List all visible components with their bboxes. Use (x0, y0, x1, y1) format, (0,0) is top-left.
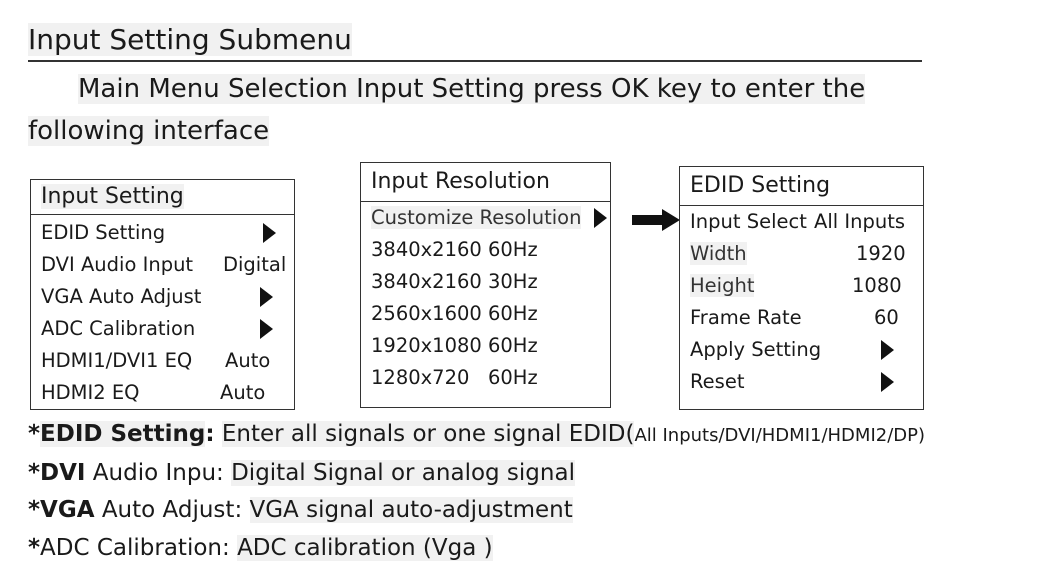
note-term-rest: Auto Adjust (94, 497, 235, 523)
menu-item-dvi-audio-input[interactable]: DVI Audio Input Digital (31, 249, 294, 281)
menu-item-customize-resolution[interactable]: Customize Resolution (361, 202, 610, 234)
panel-header-text: Input Setting (41, 184, 184, 209)
intro-text: Main Menu Selection Input Setting press … (28, 74, 866, 146)
resolution-option[interactable]: 1920x1080 60Hz (361, 330, 610, 362)
menu-item-height[interactable]: Height 1080 (680, 270, 923, 302)
menu-item-label: VGA Auto Adjust (41, 285, 202, 308)
intro-paragraph: Main Menu Selection Input Setting press … (28, 68, 928, 152)
submenu-arrow-icon (881, 372, 894, 392)
menu-item-apply-setting[interactable]: Apply Setting (680, 334, 923, 366)
note-term: EDID Setting (40, 421, 206, 447)
menu-item-hdmi2-eq[interactable]: HDMI2 EQ Auto (31, 377, 294, 409)
note-colon: : (222, 534, 230, 561)
menu-item-label: ADC Calibration (41, 317, 196, 340)
submenu-arrow-icon (260, 319, 273, 339)
menu-item-label: Frame Rate (690, 306, 802, 329)
menu-item-value: Digital (223, 253, 287, 276)
edid-setting-panel: EDID Setting Input Select All Inputs Widt… (679, 166, 924, 410)
menu-item-value: Auto (225, 349, 271, 372)
menu-item-value: 60 (874, 306, 899, 329)
menu-item-label: 1280x720 60Hz (371, 366, 538, 389)
menu-item-label: Height (690, 274, 755, 297)
menu-item-label: Apply Setting (690, 338, 822, 361)
resolution-option[interactable]: 3840x2160 30Hz (361, 266, 610, 298)
note-term-rest: Audio Inpu (85, 459, 217, 486)
menu-item-label: Width (690, 242, 747, 265)
note-bullet: * (28, 459, 41, 486)
note-bullet: * (28, 497, 41, 523)
menu-item-label: 2560x1600 60Hz (371, 302, 538, 325)
note-options: All Inputs/DVI/HDMI1/HDMI2/DP) (634, 425, 926, 446)
note-edid-setting: *EDID Setting: Enter all signals or one … (28, 416, 1018, 455)
note-colon: : (205, 421, 215, 447)
panel-header-text: Input Resolution (371, 169, 550, 194)
submenu-arrow-icon (881, 340, 894, 360)
note-adc-calibration: *ADC Calibration: ADC calibration (Vga ) (28, 530, 1018, 568)
note-term: DVI (40, 459, 86, 486)
input-setting-panel: Input Setting EDID Setting DVI Audio Inp… (30, 179, 295, 410)
menu-item-input-select[interactable]: Input Select All Inputs (680, 206, 923, 238)
note-description: VGA signal auto-adjustment (249, 497, 573, 523)
note-colon: : (234, 497, 243, 523)
menu-item-width[interactable]: Width 1920 (680, 238, 923, 270)
note-description: Enter all signals or one signal EDID( (221, 421, 635, 447)
note-term-rest: ADC Calibration (40, 534, 222, 561)
menu-item-reset[interactable]: Reset (680, 366, 923, 398)
menu-item-label: 3840x2160 30Hz (371, 270, 538, 293)
page-title: Input Setting Submenu (28, 20, 922, 62)
menu-item-frame-rate[interactable]: Frame Rate 60 (680, 302, 923, 334)
resolution-option[interactable]: 3840x2160 60Hz (361, 234, 610, 266)
menu-item-value: Auto (220, 381, 266, 404)
menu-item-label: HDMI2 EQ (41, 381, 140, 404)
menu-item-edid-setting[interactable]: EDID Setting (31, 217, 294, 249)
panel-header: EDID Setting (680, 167, 923, 206)
input-resolution-panel: Input Resolution Customize Resolution 38… (360, 162, 611, 408)
panel-header: Input Resolution (361, 163, 610, 202)
page-title-text: Input Setting Submenu (28, 23, 352, 56)
menu-item-value: All Inputs (814, 210, 906, 233)
menu-item-label: Customize Resolution (371, 206, 582, 229)
menu-item-value: 1920 (856, 242, 906, 265)
note-description: Digital Signal or analog signal (231, 459, 575, 486)
menu-item-label: DVI Audio Input (41, 253, 194, 276)
menu-item-value: 1080 (852, 274, 902, 297)
submenu-arrow-icon (260, 287, 273, 307)
resolution-option[interactable]: 2560x1600 60Hz (361, 298, 610, 330)
menu-item-label: EDID Setting (41, 221, 166, 244)
notes-list: *EDID Setting: Enter all signals or one … (28, 416, 1018, 567)
menu-item-vga-auto-adjust[interactable]: VGA Auto Adjust (31, 281, 294, 313)
menu-item-adc-calibration[interactable]: ADC Calibration (31, 313, 294, 345)
note-bullet: * (28, 534, 41, 561)
note-term: VGA (40, 497, 95, 523)
menu-item-label: HDMI1/DVI1 EQ (41, 349, 193, 372)
note-colon: : (216, 459, 224, 486)
note-vga-auto-adjust: *VGA Auto Adjust: VGA signal auto-adjust… (28, 492, 1018, 530)
flow-arrow-icon (632, 209, 680, 231)
menu-item-label: 1920x1080 60Hz (371, 334, 538, 357)
menu-item-label: Input Select (690, 210, 807, 233)
menu-item-label: 3840x2160 60Hz (371, 238, 538, 261)
menu-item-hdmi1-dvi1-eq[interactable]: HDMI1/DVI1 EQ Auto (31, 345, 294, 377)
menu-item-label: Reset (690, 370, 745, 393)
submenu-arrow-icon (263, 223, 276, 243)
panel-header-text: EDID Setting (690, 173, 831, 198)
panel-header: Input Setting (31, 180, 294, 215)
resolution-option[interactable]: 1280x720 60Hz (361, 362, 610, 394)
note-dvi-audio: *DVI Audio Inpu: Digital Signal or analo… (28, 455, 1018, 493)
submenu-arrow-icon (594, 208, 607, 228)
note-bullet: * (28, 421, 41, 447)
note-description: ADC calibration (Vga ) (237, 534, 493, 561)
